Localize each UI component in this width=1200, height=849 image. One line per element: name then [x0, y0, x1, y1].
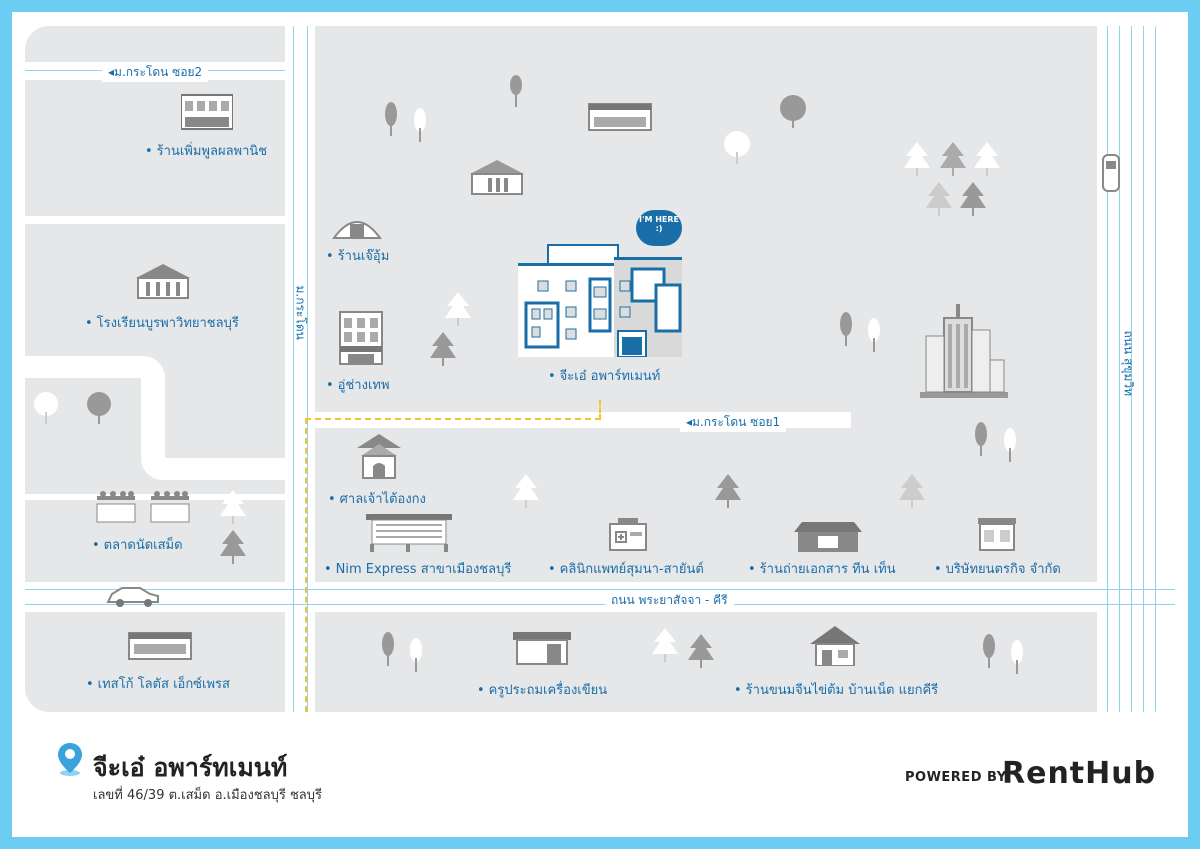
market-icon	[96, 491, 190, 523]
pine-tree-icon	[904, 142, 930, 176]
tree-icon	[510, 75, 522, 107]
place-label-copy-shop: ร้านถ่ายเอกสาร ทีน เท็น	[748, 558, 896, 579]
place-label-school: โรงเรียนบูรพาวิทยาชลบุรี	[85, 312, 239, 333]
road-left-curve	[25, 356, 165, 378]
place-label-market: ตลาดนัดเสม็ด	[92, 534, 183, 555]
road-label-soi1: ◂ม.กระโดน ซอย1	[680, 413, 787, 432]
im-here-badge: I'M HERE :)	[636, 210, 682, 246]
apartment-building-icon	[518, 244, 682, 357]
page-title: จีะเอ๋ อพาร์ทเมนท์	[93, 753, 288, 782]
pine-tree-icon	[220, 490, 246, 524]
brand-logo: RentHub	[1002, 756, 1157, 791]
place-label-shrine: ศาลเจ้าไต้องกง	[328, 488, 426, 509]
skyscraper-icon	[920, 304, 1008, 398]
stationery-icon	[513, 632, 571, 665]
pine-tree-icon	[715, 474, 741, 508]
tree-icon	[1011, 640, 1023, 674]
location-pin-icon	[58, 743, 82, 776]
place-label-clinic: คลินิกแพทย์สุมนา-สายันต์	[548, 558, 704, 579]
tree-icon	[410, 638, 422, 672]
road-sukhumvit	[1097, 26, 1175, 712]
tree-icon	[87, 392, 111, 424]
shop-building-icon	[181, 94, 233, 130]
tree-icon	[724, 131, 750, 164]
place-label-garage: อู่ช่างเทพ	[326, 374, 390, 395]
road-label-sukhumvit: ถนน สุขุมวิท	[1121, 330, 1136, 397]
storefront-icon	[588, 103, 652, 131]
tree-icon	[780, 95, 806, 128]
car-icon	[106, 587, 159, 607]
place-label-je-um: ร้านเจ๊อุ้ม	[326, 245, 390, 266]
road-label-soi2: ◂ม.กระโดน ซอย2	[102, 63, 209, 82]
school-icon	[136, 264, 190, 299]
road-phraya	[25, 582, 1175, 612]
yontrakit-icon	[978, 518, 1016, 551]
tree-icon	[975, 422, 987, 456]
tree-icon	[34, 392, 58, 424]
pine-tree-icon	[652, 628, 678, 662]
tree-icon	[414, 108, 426, 142]
pine-tree-icon	[688, 634, 714, 668]
place-label-noodle-shop: ร้านขนมจีนไข่ต้ม บ้านเน็ต แยกคีรี	[734, 679, 938, 700]
place-label-yontrakit: บริษัทยนตรกิจ จำกัด	[934, 558, 1061, 579]
garage-icon	[339, 311, 383, 365]
pine-tree-icon	[940, 142, 966, 176]
place-label-apartment: จีะเอ๋ อพาร์ทเมนท์	[548, 365, 661, 386]
road-left-curve-v	[141, 356, 165, 476]
address-text: เลขที่ 46/39 ต.เสม็ด อ.เมืองชลบุรี ชลบุร…	[93, 788, 322, 803]
road-left-horizontal	[25, 216, 285, 224]
clinic-icon	[609, 518, 647, 551]
pine-tree-icon	[220, 530, 246, 564]
pine-tree-icon	[899, 474, 925, 508]
shrine-icon	[357, 434, 401, 479]
pine-tree-icon	[960, 182, 986, 216]
route-dashed-stub	[599, 400, 601, 420]
pine-tree-icon	[513, 474, 539, 508]
route-dashed-vertical	[305, 418, 307, 712]
road-label-phraya: ถนน พระยาสัจจา - คีรี	[605, 591, 734, 610]
tree-icon	[983, 634, 995, 668]
place-label-stationery: ครูประถมเครื่องเขียน	[477, 679, 607, 700]
place-label-nim-express: Nim Express สาขาเมืองชลบุรี	[324, 558, 512, 579]
shop-je-um-icon	[332, 221, 382, 239]
tree-icon	[840, 312, 852, 346]
pine-tree-icon	[445, 292, 471, 326]
car-vertical-icon	[1102, 154, 1120, 192]
tesco-icon	[128, 632, 192, 660]
tree-icon	[868, 318, 880, 352]
route-dashed-horizontal	[305, 418, 601, 420]
copy-shop-icon	[794, 522, 862, 552]
pine-tree-icon	[430, 332, 456, 366]
tree-icon	[1004, 428, 1016, 462]
tree-icon	[382, 632, 394, 666]
place-label-tesco: เทสโก้ โลตัส เอ็กซ์เพรส	[86, 673, 230, 694]
place-label-phoemphun: ร้านเพิ่มพูลผลพานิช	[145, 140, 267, 161]
road-left-curve-h2	[141, 458, 285, 480]
nim-express-icon	[366, 514, 452, 552]
house-icon	[810, 626, 860, 666]
temple-icon	[470, 160, 524, 195]
powered-by-label: POWERED BY	[905, 770, 1007, 785]
pine-tree-icon	[926, 182, 952, 216]
pine-tree-icon	[974, 142, 1000, 176]
road-label-kradon: ม.กระโดน	[293, 285, 308, 340]
tree-icon	[385, 102, 397, 136]
